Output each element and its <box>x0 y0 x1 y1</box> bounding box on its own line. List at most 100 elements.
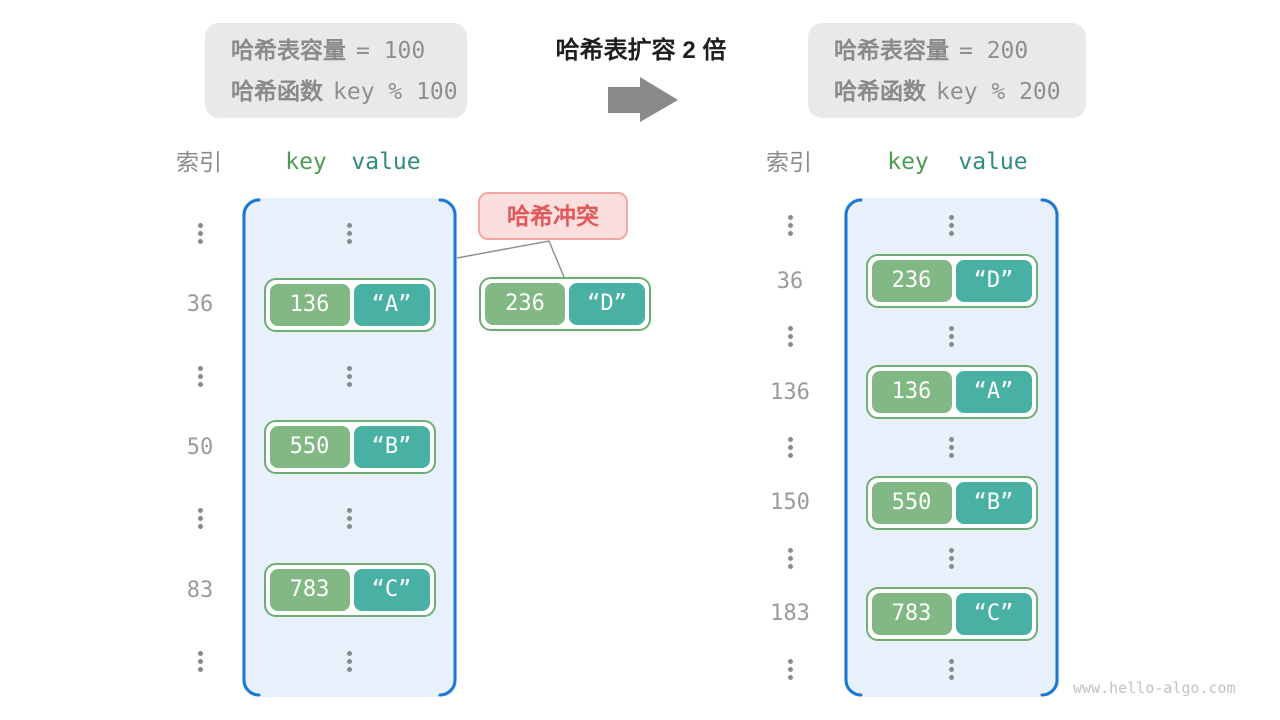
index-value: 150 <box>770 490 810 516</box>
left-value-header: value <box>351 149 421 175</box>
capacity-line: 哈希表容量 = 200 <box>834 32 1086 69</box>
bucket-row <box>844 198 1059 253</box>
hash-function-value: key % 100 <box>333 78 458 105</box>
ellipsis <box>168 341 232 412</box>
vertical-dots-icon <box>197 365 203 387</box>
page-title: 哈希表扩容 2 倍 <box>555 37 727 64</box>
ellipsis <box>758 420 822 475</box>
vertical-dots-icon <box>347 223 352 245</box>
vertical-dots-icon <box>347 508 352 530</box>
vertical-dots-icon <box>949 658 954 680</box>
expand-arrow-icon <box>608 77 678 122</box>
capacity-line: 哈希表容量 = 100 <box>231 32 467 69</box>
kv-pair: 783 “C” <box>865 586 1038 641</box>
hash-function-line: 哈希函数 key % 200 <box>834 73 1086 110</box>
bucket-row: 550 “B” <box>242 412 457 483</box>
vertical-dots-icon <box>347 365 352 387</box>
vertical-dots-icon <box>787 547 793 569</box>
right-value-header: value <box>958 149 1028 175</box>
bucket-row: 783 “C” <box>844 586 1059 641</box>
ellipsis <box>168 198 232 269</box>
kv-pair: 136 “A” <box>263 277 436 332</box>
left-bucket-rows: 136 “A” 550 “B” 783 “C” <box>242 198 457 697</box>
key-box: 136 <box>871 371 952 414</box>
vertical-dots-icon <box>197 508 203 530</box>
index-value: 36 <box>776 268 804 294</box>
value-box: “B” <box>955 481 1032 524</box>
bucket-row: 550 “B” <box>844 475 1059 530</box>
value-box: “D” <box>955 260 1032 303</box>
left-index-column: 36 50 83 <box>168 198 232 697</box>
right-index-column: 36 136 150 183 <box>758 198 822 697</box>
site-watermark: www.hello-algo.com <box>1073 679 1236 697</box>
value-box: “C” <box>955 592 1032 635</box>
key-box: 236 <box>485 283 565 325</box>
bucket-row <box>242 341 457 412</box>
ellipsis <box>758 198 822 253</box>
vertical-dots-icon <box>197 223 203 245</box>
kv-pair: 550 “B” <box>865 475 1038 530</box>
vertical-dots-icon <box>787 215 793 237</box>
bucket-row <box>844 420 1059 475</box>
vertical-dots-icon <box>949 326 954 348</box>
hash-function-label: 哈希函数 <box>834 77 926 104</box>
key-box: 136 <box>269 283 350 326</box>
capacity-value: = 200 <box>959 37 1029 64</box>
capacity-box-after: 哈希表容量 = 200 哈希函数 key % 200 <box>808 23 1086 118</box>
bucket-row <box>242 198 457 269</box>
ellipsis <box>168 626 232 697</box>
index-value: 183 <box>770 601 810 627</box>
left-index-header: 索引 <box>176 149 222 175</box>
key-box: 783 <box>269 569 350 612</box>
vertical-dots-icon <box>787 326 793 348</box>
bucket-row <box>844 642 1059 697</box>
left-key-header: key <box>285 149 327 175</box>
vertical-dots-icon <box>787 436 793 458</box>
value-box: “D” <box>569 283 645 325</box>
vertical-dots-icon <box>949 215 954 237</box>
capacity-value: = 100 <box>356 37 426 64</box>
value-box: “C” <box>353 569 430 612</box>
hash-collision-label: 哈希冲突 <box>478 192 628 240</box>
key-box: 783 <box>871 592 952 635</box>
vertical-dots-icon <box>197 650 203 672</box>
ellipsis <box>758 642 822 697</box>
capacity-label: 哈希表容量 <box>834 36 949 63</box>
vertical-dots-icon <box>949 547 954 569</box>
bucket-row: 136 “A” <box>844 364 1059 420</box>
index-value: 83 <box>186 577 214 603</box>
key-box: 550 <box>871 481 952 524</box>
ellipsis <box>758 531 822 586</box>
right-bucket-array: 236 “D” 136 “A” 550 “B” <box>844 198 1059 697</box>
value-box: “B” <box>353 426 430 469</box>
capacity-label: 哈希表容量 <box>231 36 346 63</box>
vertical-dots-icon <box>347 650 352 672</box>
ellipsis <box>168 483 232 554</box>
bucket-row: 236 “D” <box>844 253 1059 309</box>
left-bucket-array: 136 “A” 550 “B” 783 “C” <box>242 198 457 697</box>
index-value: 136 <box>770 379 810 405</box>
index-value: 50 <box>186 434 214 460</box>
vertical-dots-icon <box>949 436 954 458</box>
hash-function-label: 哈希函数 <box>231 77 323 104</box>
kv-pair: 550 “B” <box>263 420 436 475</box>
hash-function-value: key % 200 <box>936 78 1061 105</box>
bucket-row: 136 “A” <box>242 269 457 340</box>
bucket-row <box>242 626 457 697</box>
kv-pair: 236 “D” <box>865 254 1038 309</box>
right-key-header: key <box>887 149 929 175</box>
key-box: 550 <box>269 426 350 469</box>
ellipsis <box>758 309 822 364</box>
right-bucket-rows: 236 “D” 136 “A” 550 “B” <box>844 198 1059 697</box>
kv-pair: 236 “D” <box>479 277 651 331</box>
kv-pair: 136 “A” <box>865 365 1038 420</box>
index-value: 36 <box>186 292 214 318</box>
vertical-dots-icon <box>787 658 793 680</box>
bucket-row <box>242 483 457 554</box>
bucket-row: 783 “C” <box>242 554 457 625</box>
capacity-box-before: 哈希表容量 = 100 哈希函数 key % 100 <box>205 23 467 118</box>
hash-function-line: 哈希函数 key % 100 <box>231 73 467 110</box>
right-index-header: 索引 <box>766 149 812 175</box>
bucket-row <box>844 531 1059 586</box>
